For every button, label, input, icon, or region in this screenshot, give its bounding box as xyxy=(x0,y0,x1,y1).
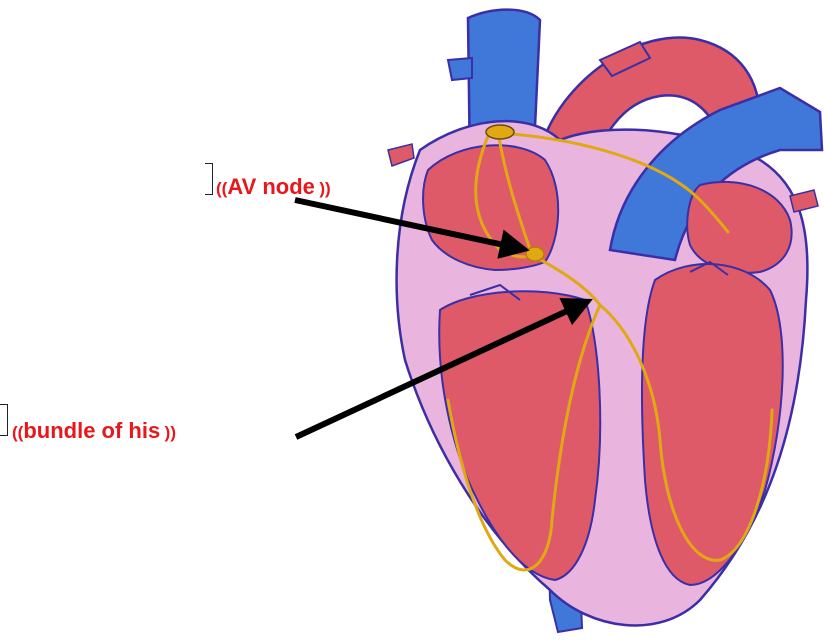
bundle-of-his-label: ((bundle of his )) xyxy=(12,418,176,444)
pulmonary-vein-right xyxy=(790,190,818,212)
av-node xyxy=(526,247,544,261)
av-node-open-paren: (( xyxy=(216,179,227,198)
sa-node xyxy=(486,125,514,139)
bundle-of-his-bracket xyxy=(0,404,8,436)
bundle-of-his-text: bundle of his xyxy=(23,418,160,443)
bundle-of-his-close-paren: )) xyxy=(165,423,176,442)
av-node-text: AV node xyxy=(227,174,315,199)
av-node-close-paren: )) xyxy=(319,179,330,198)
av-node-label: ((AV node )) xyxy=(216,174,331,200)
bundle-of-his-open-paren: (( xyxy=(12,423,23,442)
left-ventricle xyxy=(642,264,783,585)
pulmonary-vein-left xyxy=(388,144,414,166)
av-node-bracket xyxy=(205,163,213,195)
brachiocephalic-stub xyxy=(448,58,472,80)
